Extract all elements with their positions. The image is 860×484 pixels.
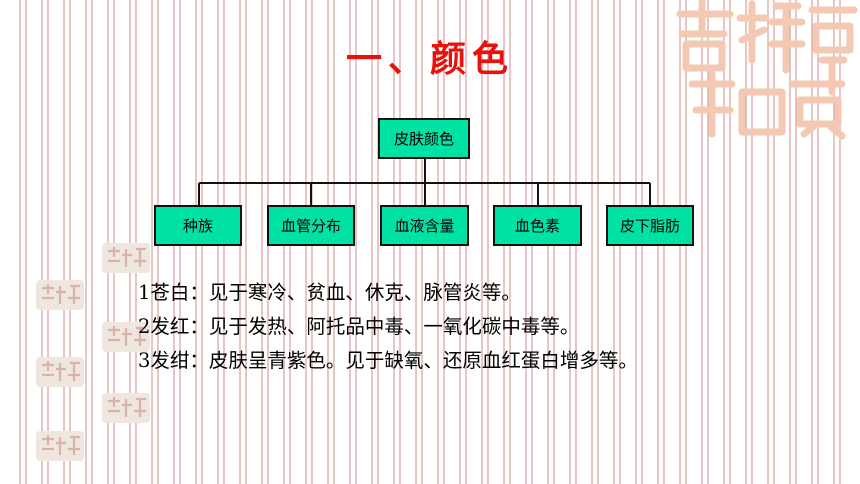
page-title: 一、颜色: [345, 38, 514, 80]
diagram-root-node: 皮肤颜色: [378, 118, 470, 159]
diagram-node-race: 种族: [154, 205, 242, 246]
body-line-pallor: 1苍白：见于寒冷、贫血、休克、脉管炎等。: [138, 281, 521, 304]
auspicious-seal-small-5: [102, 393, 150, 423]
auspicious-seal-small-4: [36, 357, 84, 387]
auspicious-seal-small-3: [102, 322, 150, 352]
diagram-node-hemoglobin: 血色素: [493, 205, 582, 246]
auspicious-seal-small-6: [36, 431, 84, 461]
body-text: 1苍白：见于寒冷、贫血、休克、脉管炎等。 2发红：见于发热、阿托品中毒、一氧化碳…: [138, 276, 738, 378]
diagram-node-blood-volume: 血液含量: [380, 205, 469, 246]
auspicious-seal-large: [676, 0, 858, 140]
body-line-redness: 2发红：见于发热、阿托品中毒、一氧化碳中毒等。: [138, 315, 580, 338]
diagram-node-vessel-distribution: 血管分布: [267, 205, 355, 246]
body-line-cyanosis: 3发绀：皮肤呈青紫色。见于缺氧、还原血红蛋白增多等。: [138, 349, 638, 372]
auspicious-seal-small-2: [36, 280, 84, 310]
auspicious-seal-small-1: [102, 243, 150, 273]
diagram-node-subcutaneous-fat: 皮下脂肪: [606, 205, 694, 246]
